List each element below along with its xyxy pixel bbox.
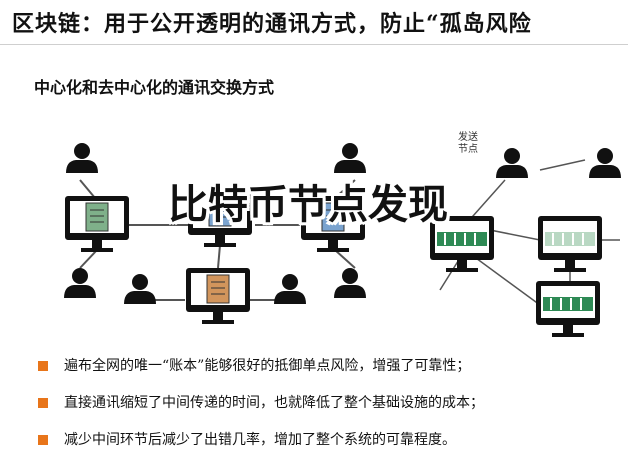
person-icon [274,274,306,304]
computer-icon [301,196,365,252]
computer-icon [430,216,494,272]
person-icon [589,148,621,178]
person-icon [66,143,98,173]
person-icon [334,268,366,298]
person-icon [496,148,528,178]
bullet-list: 遍布全网的唯一“账本”能够很好的抵御单点风险，增强了可靠性； 直接通讯缩短了中间… [38,356,618,467]
title-divider [0,44,628,45]
bullet-text: 遍布全网的唯一“账本”能够很好的抵御单点风险，增强了可靠性； [64,358,471,374]
server-icon [188,191,252,247]
computer-icon [538,216,602,272]
diagram-subtitle: 中心化和去中心化的通讯交换方式 [34,78,275,97]
network-diagram [64,143,621,337]
central-links [79,179,356,301]
send-label-line: 发送 [458,132,478,143]
bullet-text: 减少中间环节后减少了出错几率，增加了整个系统的可靠程度。 [64,432,456,448]
document-icon [206,274,230,304]
overlay-caption: 比特币节点发现 [168,182,448,228]
send-label-line: 节点 [458,144,478,155]
list-item: 直接通讯缩短了中间传递的时间，也就降低了整个基础设施的成本； [38,393,618,430]
computer-icon [65,196,129,252]
person-icon [64,268,96,298]
bullet-text: 直接通讯缩短了中间传递的时间，也就降低了整个基础设施的成本； [64,395,484,411]
person-icon [124,274,156,304]
list-item: 遍布全网的唯一“账本”能够很好的抵御单点风险，增强了可靠性； [38,356,618,393]
computer-icon [186,268,250,324]
bullet-icon [38,398,48,408]
bullet-icon [38,435,48,445]
list-item: 减少中间环节后减少了出错几率，增加了整个系统的可靠程度。 [38,430,618,467]
document-icon [85,202,109,232]
person-icon [334,143,366,173]
bullet-icon [38,361,48,371]
slide-title: 区块链：用于公开透明的通讯方式，防止“孤岛风险 [12,11,532,37]
computer-icon [536,281,600,337]
send-node-label: 发送 节点 [455,132,481,156]
